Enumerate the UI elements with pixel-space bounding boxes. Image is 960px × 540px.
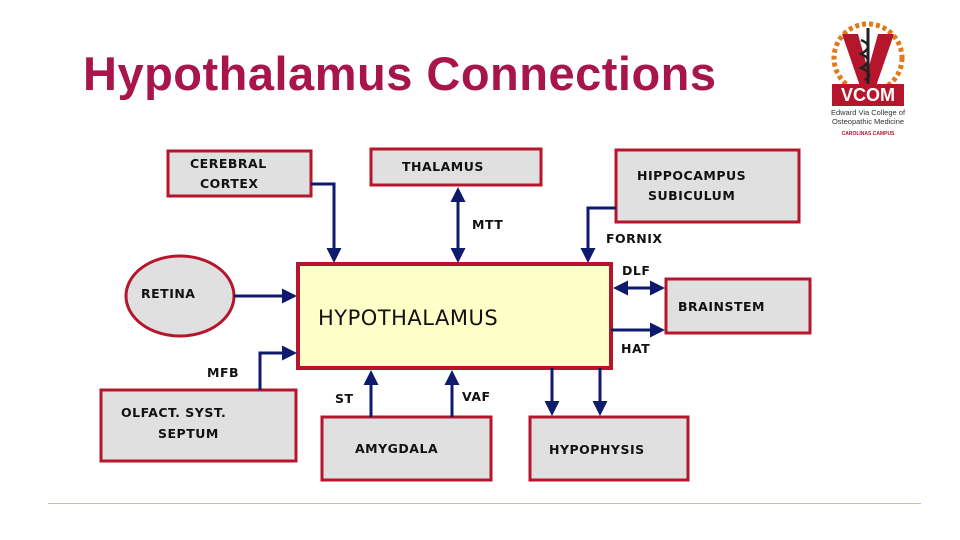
hypophysis-label: HYPOPHYSIS [549, 442, 645, 457]
cerebral-label-1: CEREBRAL [190, 156, 267, 171]
fornix-label: FORNIX [606, 231, 663, 246]
cerebral-label-2: CORTEX [200, 176, 259, 191]
brainstem-label: BRAINSTEM [678, 299, 765, 314]
cerebral-cortex-box [166, 149, 313, 198]
logo-abbr: VCOM [841, 85, 895, 105]
slide-title: Hypothalamus Connections [83, 47, 717, 100]
vaf-label: VAF [462, 389, 491, 404]
mfb-label: MFB [207, 365, 239, 380]
arrow-cerebral-to-hypothalamus [311, 182, 342, 263]
st-label: ST [335, 391, 354, 406]
logo-campus: CAROLINAS CAMPUS [841, 131, 895, 137]
arrow-mfb [258, 345, 297, 390]
logo-line1: Edward Via College of [830, 108, 906, 117]
hypophysis-box [528, 415, 690, 482]
logo-line2: Osteopathic Medicine [831, 117, 905, 126]
amygdala-box [320, 415, 493, 482]
dlf-label: DLF [622, 263, 650, 278]
amygdala-label: AMYGDALA [355, 441, 438, 456]
arrow-fornix [580, 206, 616, 263]
thalamus-label: THALAMUS [402, 159, 484, 174]
olfactory-label-2: SEPTUM [158, 426, 219, 441]
retina-label: RETINA [141, 286, 195, 301]
hypothalamus-box [296, 262, 613, 370]
hat-label: HAT [621, 341, 650, 356]
footer-divider [48, 503, 921, 504]
hypothalamus-label: HYPOTHALAMUS [318, 306, 498, 330]
vcom-logo [831, 21, 905, 106]
hippocampus-box [614, 148, 801, 224]
olfactory-box [99, 388, 298, 463]
olfactory-label-1: OLFACT. SYST. [121, 405, 226, 420]
hippocampus-label-1: HIPPOCAMPUS [637, 168, 746, 183]
thalamus-box [369, 147, 543, 187]
hippocampus-label-2: SUBICULUM [648, 188, 735, 203]
mtt-label: MTT [472, 217, 503, 232]
brainstem-box [664, 277, 812, 335]
